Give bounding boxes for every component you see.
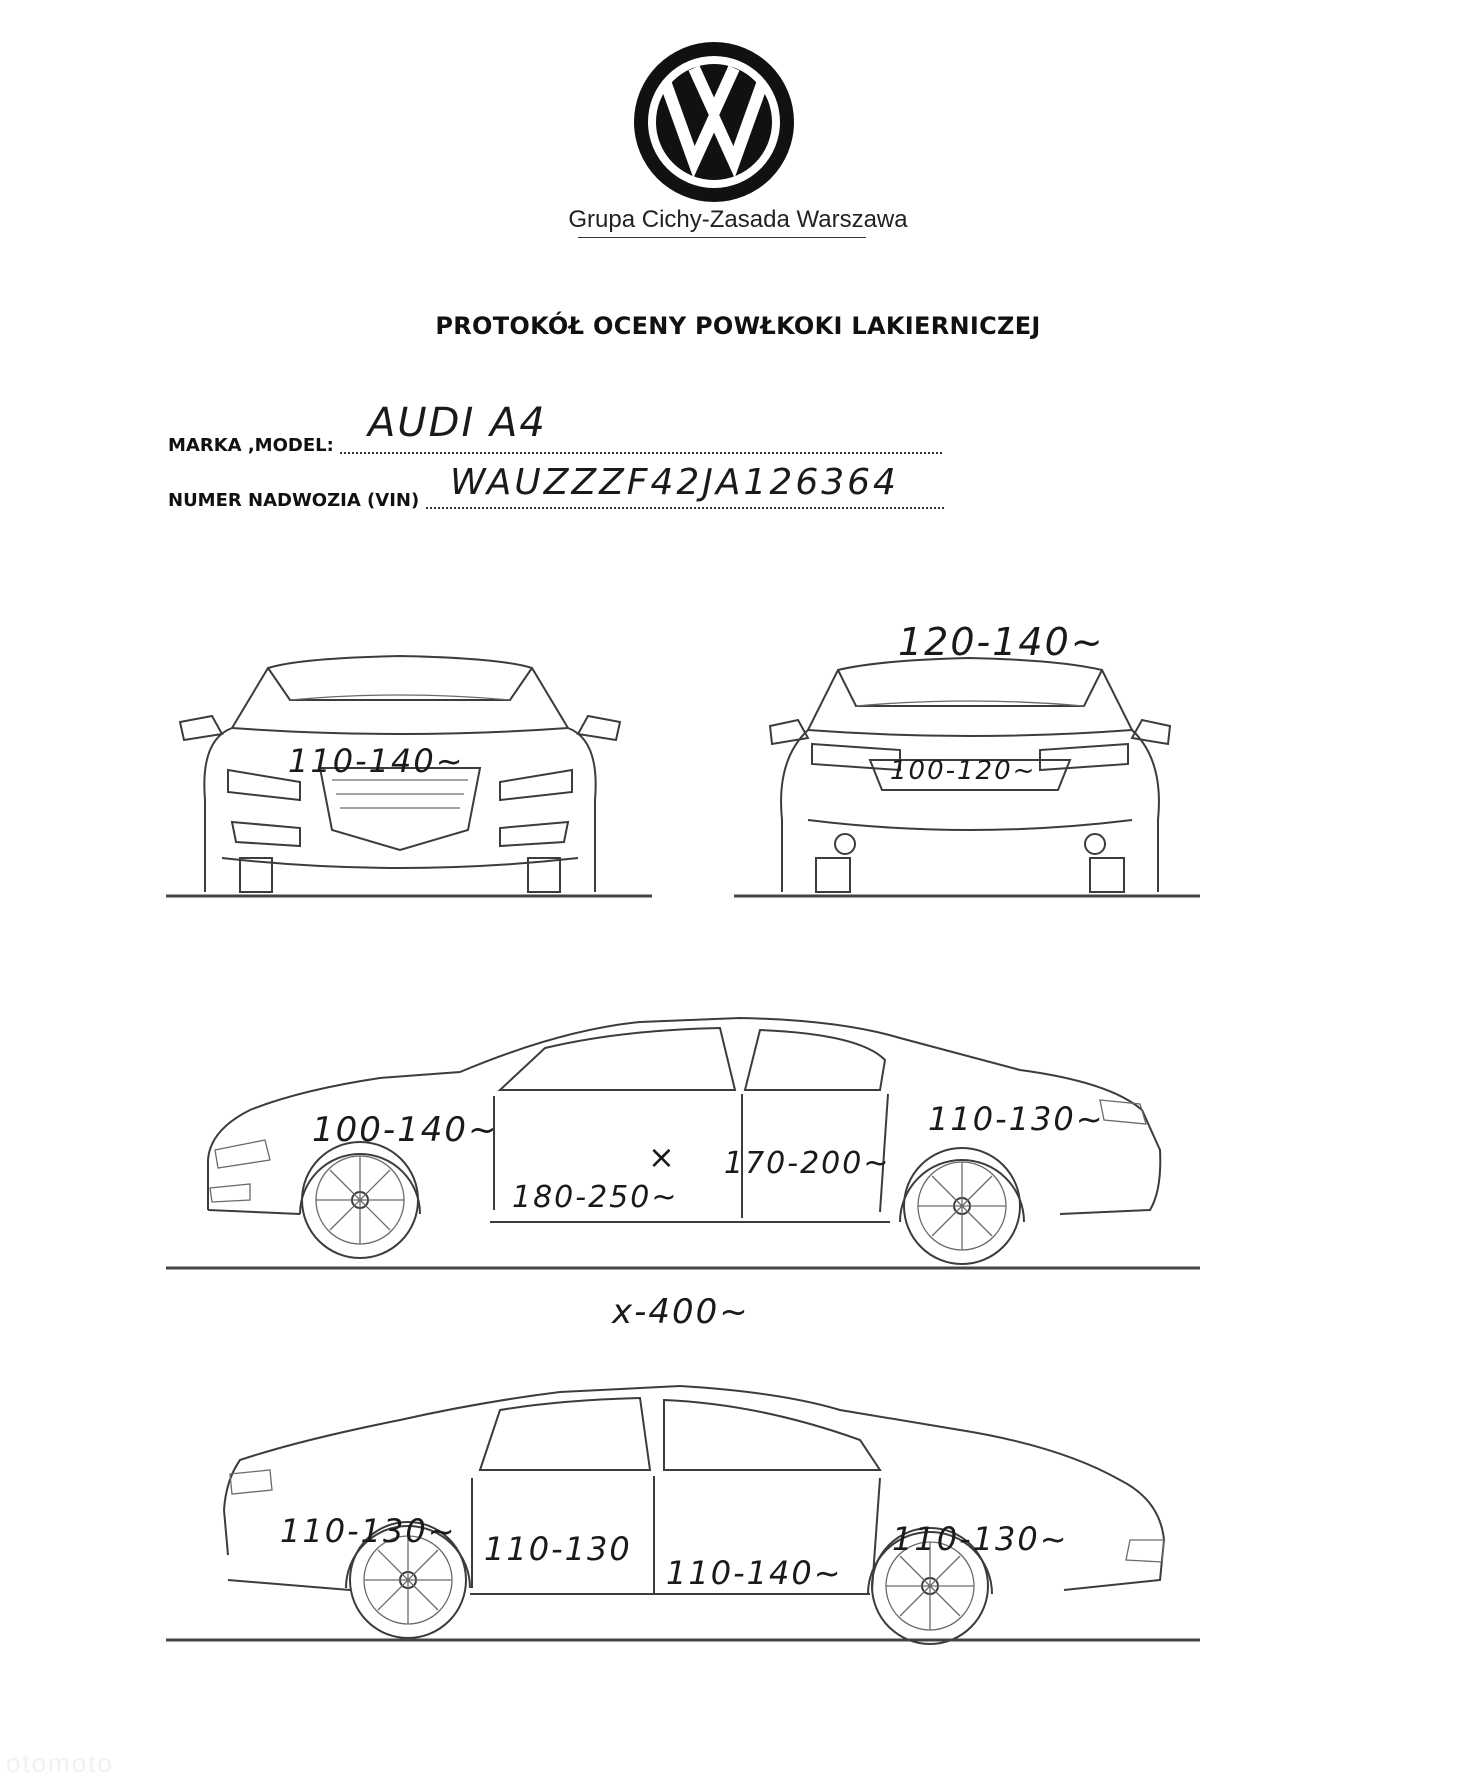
model-dotted-line: [340, 452, 942, 454]
rear-roof-measurement: 120-140~: [898, 620, 1105, 664]
model-label: MARKA ,MODEL:: [168, 435, 334, 456]
left-front-door-mark: ×: [648, 1138, 677, 1176]
watermark: otomoto: [6, 1748, 114, 1778]
right-rear-quarter-measurement: 110-130~: [280, 1512, 457, 1550]
organization-underline: [578, 237, 866, 238]
left-front-door-measurement: 180-250~: [512, 1180, 679, 1215]
vin-label: NUMER NADWOZIA (VIN): [168, 490, 420, 511]
car-front-view: [166, 654, 652, 898]
left-rear-quarter-measurement: 110-130~: [928, 1100, 1105, 1138]
left-rear-door-measurement: 170-200~: [724, 1146, 891, 1181]
right-rear-door-measurement: 110-130: [484, 1530, 632, 1568]
vin-value-handwritten: WAUZZZF42JA126364: [450, 462, 899, 503]
document-title: PROTOKÓŁ OCENY POWŁKOKI LAKIERNICZEJ: [435, 312, 1041, 340]
front-hood-measurement: 110-140~: [288, 742, 465, 780]
rear-trunk-measurement: 100-120~: [890, 756, 1037, 786]
model-value-handwritten: AUDI A4: [368, 400, 547, 446]
car-left-side-view: [166, 1016, 1200, 1270]
right-front-fender-measurement: 110-130~: [892, 1520, 1069, 1558]
vw-logo-icon: [634, 42, 794, 202]
left-front-fender-measurement: 100-140~: [312, 1110, 499, 1150]
vin-dotted-line: [426, 507, 944, 509]
right-front-door-measurement: 110-140~: [666, 1554, 843, 1592]
car-right-side-view: [166, 1384, 1200, 1645]
car-rear-view: [734, 656, 1200, 898]
organization-name: Grupa Cichy-Zasada Warszawa: [568, 206, 908, 233]
left-x-note: x-400~: [612, 1292, 750, 1332]
